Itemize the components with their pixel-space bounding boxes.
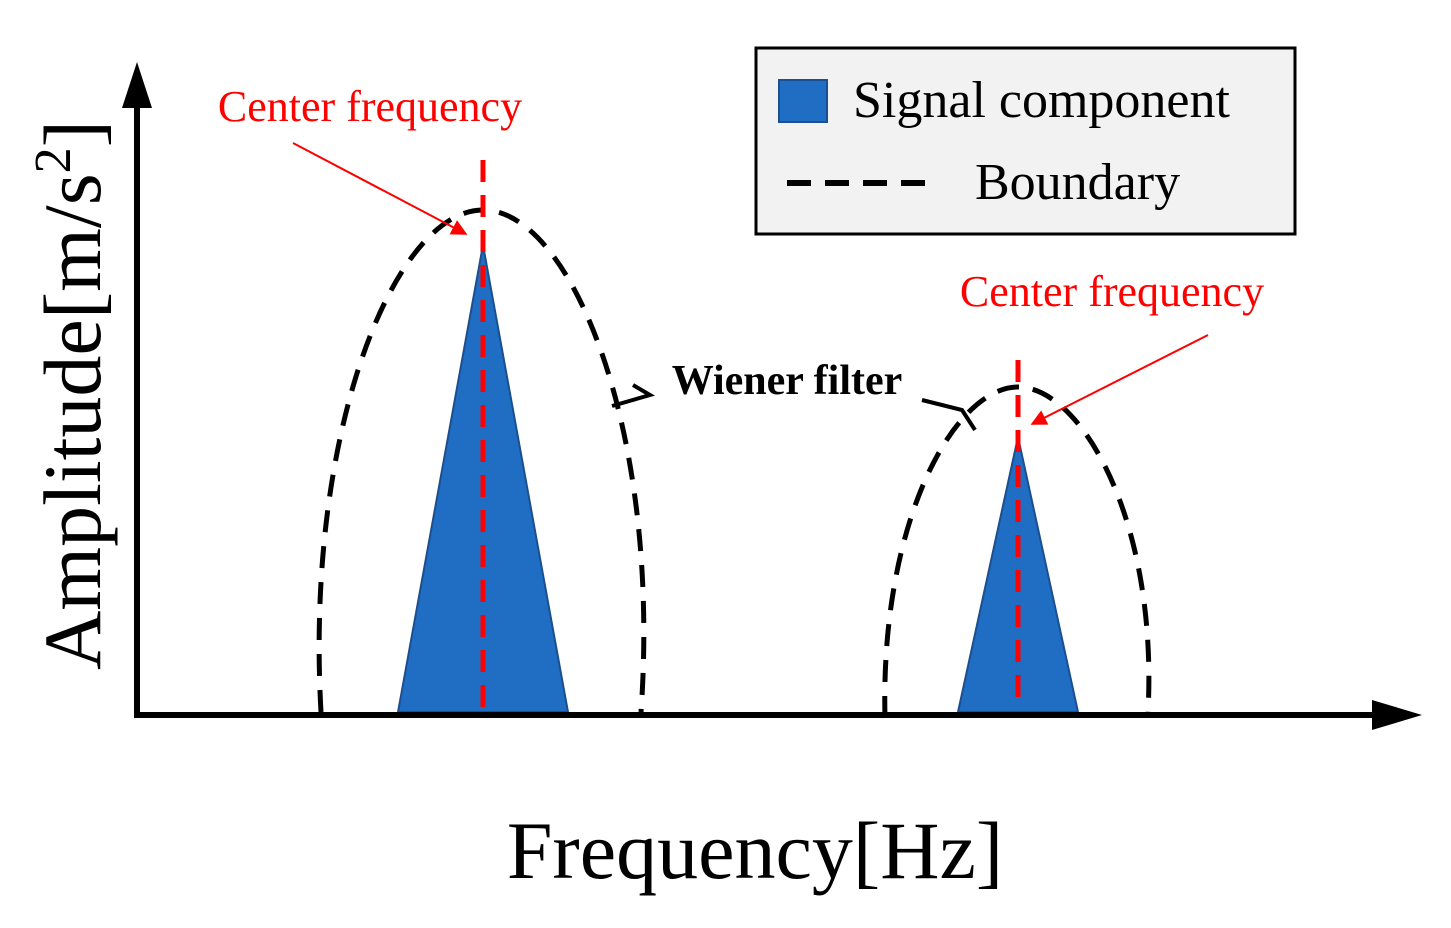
legend: Signal component Boundary bbox=[754, 46, 1297, 236]
center-frequency-arrow-left bbox=[292, 142, 468, 235]
center-frequency-label-left: Center frequency bbox=[218, 82, 522, 131]
legend-signal-swatch bbox=[778, 79, 828, 123]
y-axis-label: Amplitude[m/s2] bbox=[25, 120, 118, 670]
wiener-filter-label: Wiener filter bbox=[672, 358, 903, 404]
legend-box bbox=[754, 46, 1297, 236]
y-axis-arrow-icon bbox=[122, 62, 152, 108]
legend-signal-label: Signal component bbox=[853, 72, 1231, 129]
center-frequency-arrow-right bbox=[1030, 334, 1209, 425]
center-frequency-label-right: Center frequency bbox=[960, 267, 1264, 316]
wiener-filter-bracket-left bbox=[611, 383, 656, 408]
wiener-filter-bracket-right bbox=[921, 398, 977, 432]
x-axis-arrow-icon bbox=[1372, 700, 1422, 730]
boundary-right bbox=[882, 384, 1152, 719]
x-axis-label: Frequency[Hz] bbox=[507, 805, 1003, 896]
legend-boundary-label: Boundary bbox=[975, 154, 1180, 211]
